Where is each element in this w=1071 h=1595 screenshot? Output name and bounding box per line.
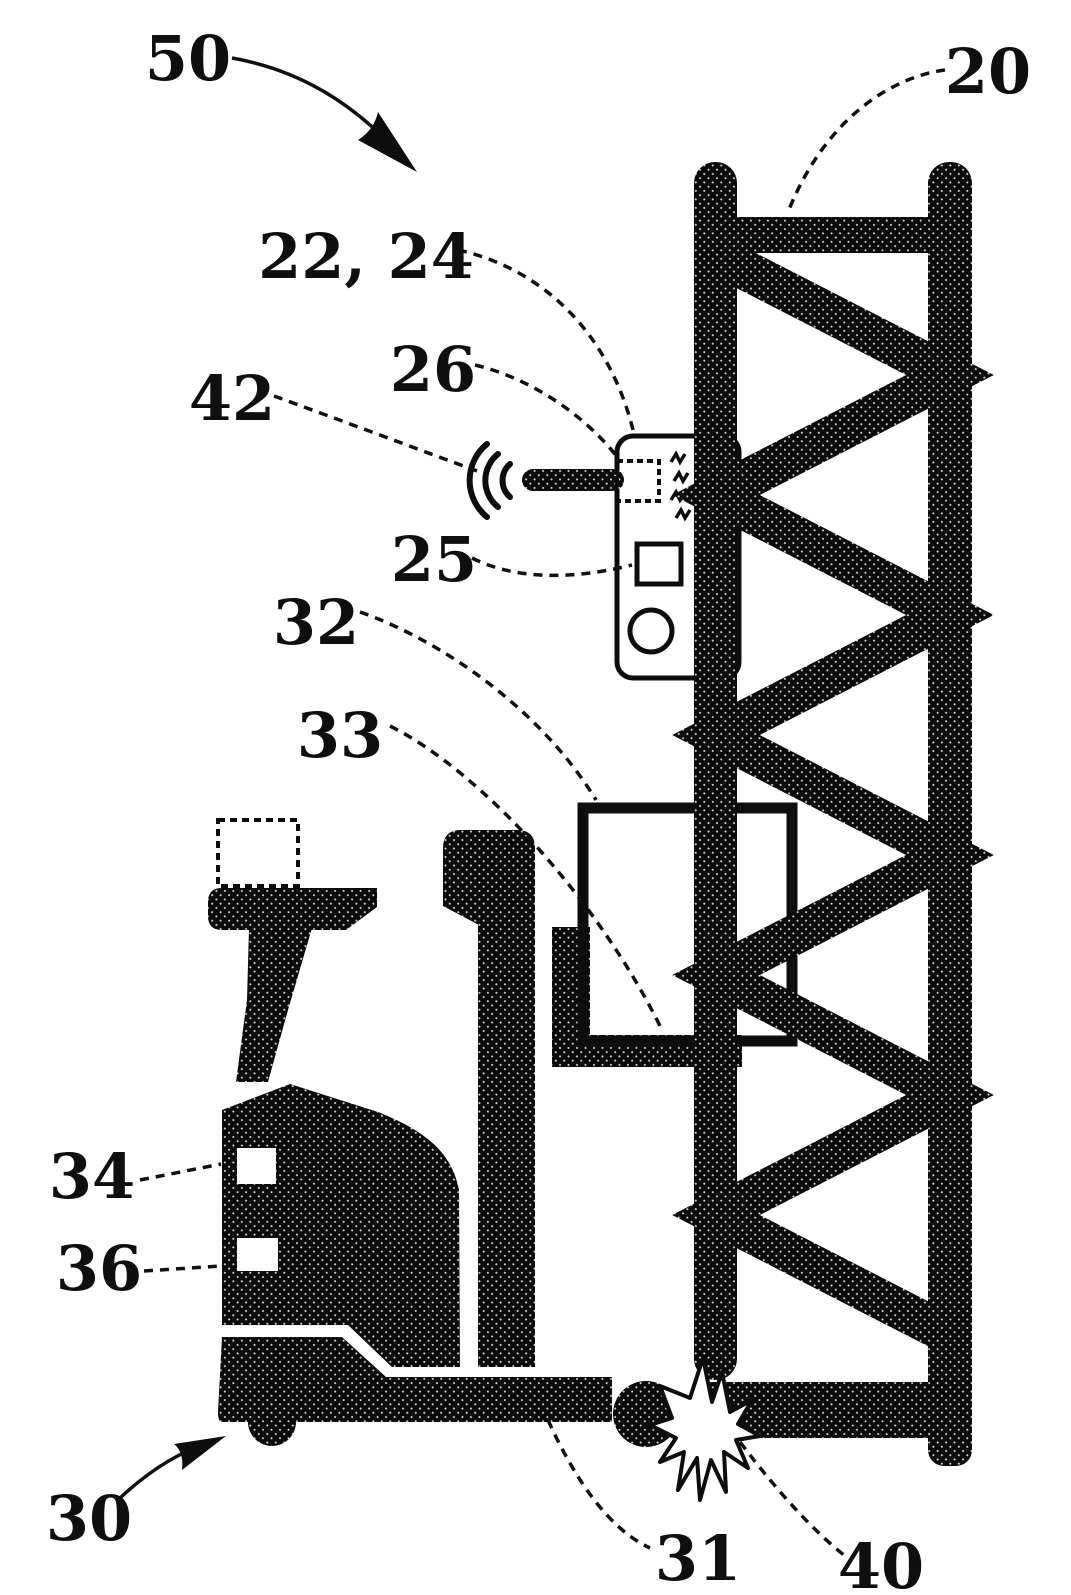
leader-36: [143, 1264, 222, 1273]
body-indicator-upper: [237, 1148, 276, 1184]
leader-25: [471, 556, 633, 578]
leader-26: [474, 363, 620, 460]
rack-foot: [928, 1382, 972, 1466]
rack-truss: [672, 162, 994, 1466]
leader-32: [359, 610, 598, 801]
mast-column: [478, 900, 535, 1367]
device-dashed-square: [615, 459, 661, 503]
ref-label-50: 50: [145, 22, 231, 95]
body-indicator-lower: [237, 1238, 278, 1271]
arrowhead-30: [174, 1436, 226, 1470]
truss-diagonals: [672, 237, 994, 1353]
ref-label-33: 33: [297, 699, 383, 772]
ref-label-20: 20: [945, 35, 1031, 108]
truck-base: [218, 1337, 612, 1422]
leader-22-24: [457, 248, 635, 431]
device-indicator-square: [634, 541, 684, 587]
antenna: [522, 469, 624, 491]
rack-top-beam: [694, 217, 972, 253]
ref-label-42: 42: [189, 362, 275, 435]
leader-40: [738, 1440, 847, 1558]
arrowhead-50: [358, 112, 417, 172]
ref-label-36: 36: [56, 1232, 142, 1305]
leader-42: [273, 394, 478, 473]
rack-post-right: [928, 162, 972, 1452]
leader-31: [546, 1419, 651, 1550]
overhead-platform: [208, 888, 377, 930]
device-round-button: [627, 607, 675, 655]
ref-label-32: 32: [273, 586, 359, 659]
support-column: [236, 928, 312, 1082]
ref-label-31: 31: [655, 1522, 741, 1595]
ref-label-26: 26: [390, 333, 476, 406]
rack-post-left: [694, 162, 737, 1380]
rack-bottom-beam: [700, 1382, 972, 1438]
impact-starburst-icon: [648, 1356, 762, 1502]
forklift: [208, 818, 742, 1446]
ref-label-34: 34: [49, 1140, 135, 1213]
overhead-dashed-box: [216, 818, 300, 888]
wireless-waves-icon: [466, 441, 513, 520]
leader-lines: [118, 56, 946, 1558]
ref-label-25: 25: [391, 523, 477, 596]
leader-34: [139, 1162, 222, 1182]
ref-label-40: 40: [838, 1530, 924, 1595]
ref-label-30: 30: [46, 1482, 132, 1555]
truck-body: [222, 1084, 460, 1367]
ref-label-22-24: 22, 24: [258, 220, 474, 293]
rear-wheel: [248, 1422, 296, 1446]
leader-33: [389, 724, 665, 1033]
leader-20: [786, 68, 946, 213]
